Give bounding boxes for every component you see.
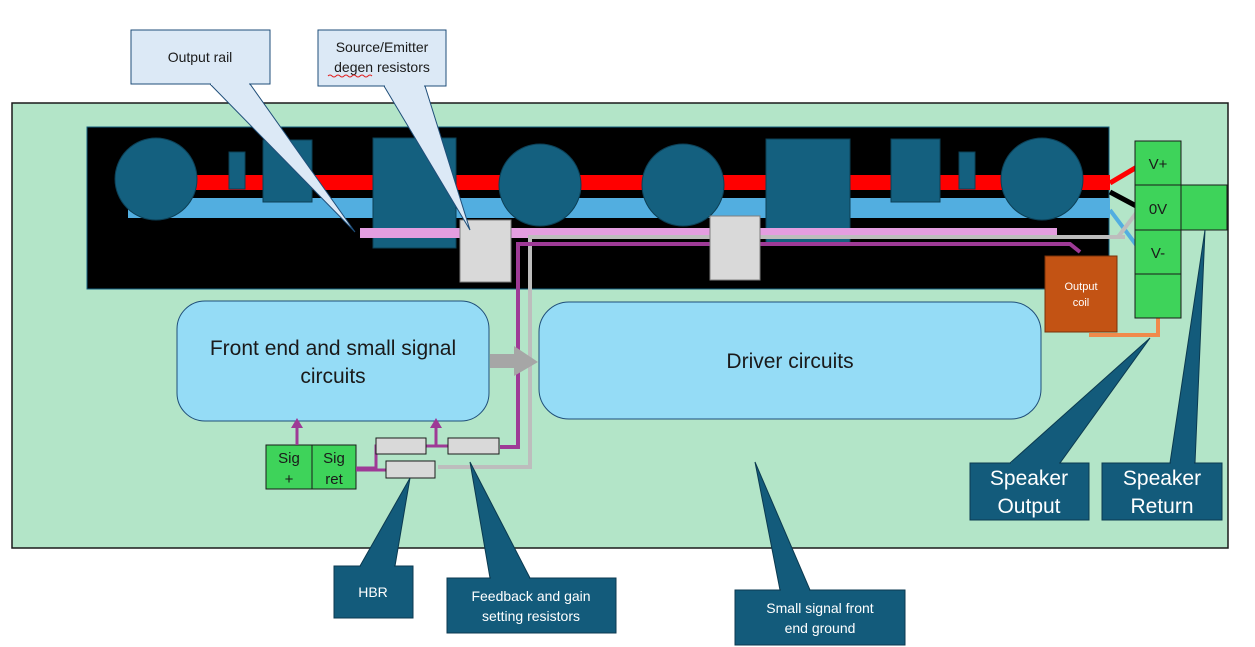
terminal-sig-ret-label-1: Sig [323,450,345,467]
output-device-6 [765,138,851,245]
small-device-8 [958,151,976,190]
terminal-sig-plus-label-1: Sig [278,450,300,467]
feedback-callout-text-2: setting resistors [482,608,580,624]
degen-resistor-1 [459,219,512,283]
feedback-callout [446,577,617,634]
output-transistor-9 [1000,137,1084,221]
terminal-speaker-return [1180,184,1228,231]
spellcheck-underline [327,74,373,78]
degen-callout-text-1: Source/Emitter [336,39,429,55]
signal-flow-arrow [490,346,538,376]
output-device-7 [890,138,941,203]
degen-callout-text-2: degen resistors [334,59,430,75]
driver-label: Driver circuits [726,350,853,373]
output-rail-callout-text: Output rail [168,49,233,65]
terminal-sig-ret-label-2: ret [325,471,343,488]
output-transistor-4 [498,143,582,227]
feedback-callout-text-1: Feedback and gain [471,588,590,604]
output-transistor-5 [641,143,725,227]
terminal-sig-plus-label-2: + [285,471,294,488]
front-end-label-2: circuits [300,365,365,388]
speaker-return-callout-text-2: Return [1130,495,1193,518]
output-coil [1044,255,1118,333]
terminal-vplus-label: V+ [1149,156,1168,173]
front-end-label-1: Front end and small signal [210,337,456,360]
terminal-speaker-output [1134,273,1182,319]
terminal-0v [1134,184,1182,231]
driver-block [538,301,1042,420]
front-end-block [176,300,490,422]
feedback-resistor [447,437,500,455]
output-rail-callout [130,29,271,85]
sig-plus-arrowhead [291,418,303,428]
feedback-arrowhead [430,418,442,428]
speaker-output-trace [1089,318,1160,337]
output-rail [360,228,1057,238]
ground-callout-text-1: Small signal front [766,600,873,616]
ground-trace [438,235,1125,469]
degen-callout [317,29,447,87]
speaker-return-callout-text-1: Speaker [1123,467,1201,490]
output-coil-label-1: Output [1064,281,1097,293]
terminal-sig-plus [265,444,313,490]
terminal-vplus [1134,140,1182,186]
ground-callout [734,589,906,646]
hbr-resistor [385,460,436,479]
ground-callout-text-2: end ground [785,620,856,636]
speaker-output-callout-text-1: Speaker [990,467,1068,490]
small-device-1 [228,151,246,190]
gain-resistor [375,437,427,455]
degen-resistor-2 [709,215,761,281]
terminal-vminus-label: V- [1151,245,1165,262]
speaker-return-callout [1101,462,1223,521]
terminal-0v-label: 0V [1149,201,1167,218]
hbr-callout-text: HBR [358,584,388,600]
feedback-trace [500,242,1082,449]
output-transistor-1 [114,137,198,221]
output-coil-label-2: coil [1073,297,1090,309]
terminal-vminus [1134,229,1182,275]
speaker-output-callout-text-2: Output [997,495,1060,518]
